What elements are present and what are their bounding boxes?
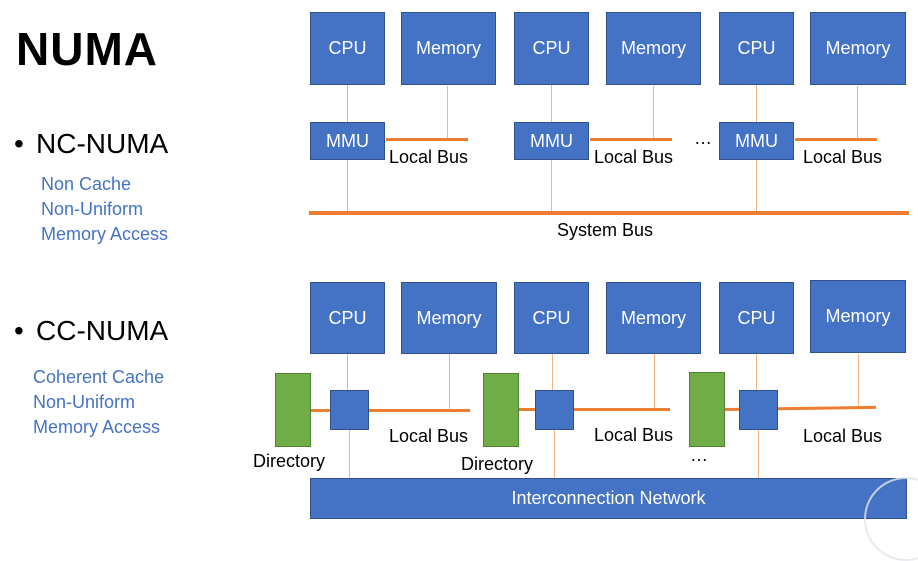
memory-box: Memory (401, 12, 496, 85)
connector-line (653, 86, 654, 139)
nc-desc-line: Memory Access (41, 224, 169, 244)
cpu-box: CPU (719, 282, 794, 354)
cc-numa-bullet: •CC-NUMA (14, 315, 169, 346)
directory-block (483, 373, 519, 447)
ellipsis-label: … (694, 128, 712, 148)
local-bus-label: Local Bus (594, 147, 674, 167)
cpu-box: CPU (310, 12, 385, 85)
local-bus-line (386, 138, 468, 141)
local-bus-label: Local Bus (803, 426, 883, 446)
nc-desc-line: Non Cache (41, 174, 132, 194)
connector-line (347, 84, 348, 122)
connector-line (552, 354, 553, 390)
directory-label: Directory (461, 454, 534, 474)
local-bus-label: Local Bus (803, 147, 883, 167)
memory-box: Memory (810, 280, 906, 353)
connector-line (349, 430, 350, 478)
connector-line (554, 430, 555, 478)
mmu-box: MMU (514, 122, 589, 160)
page-title: NUMA (16, 23, 158, 75)
connector-line (654, 354, 655, 410)
connector-line (551, 160, 552, 212)
memory-box: Memory (606, 282, 701, 354)
connector-line (449, 354, 450, 410)
nc-numa-label: NC-NUMA (36, 128, 169, 159)
cpu-box: CPU (310, 282, 385, 354)
nc-numa-bullet: •NC-NUMA (14, 128, 169, 159)
cc-desc-line: Memory Access (33, 417, 161, 437)
connector-line (756, 84, 757, 122)
memory-box: Memory (606, 12, 701, 85)
cc-desc-line: Non-Uniform (33, 392, 136, 412)
local-bus-line (590, 138, 672, 141)
system-bus-label: System Bus (557, 220, 654, 240)
directory-label: Directory (253, 451, 326, 471)
nc-desc-line: Non-Uniform (41, 199, 144, 219)
memory-box: Memory (401, 282, 497, 354)
memory-box: Memory (810, 12, 906, 85)
local-bus-label: Local Bus (594, 425, 674, 445)
cache-node (330, 390, 369, 430)
connector-line (758, 430, 759, 478)
local-bus-line (795, 138, 877, 141)
mmu-box: MMU (310, 122, 385, 160)
local-bus-line (515, 408, 670, 411)
cc-desc-line: Coherent Cache (33, 367, 165, 387)
local-bus-line (310, 409, 470, 412)
directory-block (689, 372, 725, 447)
cpu-box: CPU (514, 282, 589, 354)
cpu-box: CPU (514, 12, 589, 85)
cache-node (739, 390, 778, 430)
nc-numa-description: Non Cache Non-Uniform Memory Access (41, 172, 168, 247)
connector-line (347, 160, 348, 212)
connector-line (551, 84, 552, 122)
connector-line (756, 160, 757, 212)
connector-line (756, 354, 757, 390)
connector-line (447, 86, 448, 139)
connector-line (857, 86, 858, 139)
local-bus-label: Local Bus (389, 147, 469, 167)
cc-numa-label: CC-NUMA (36, 315, 169, 346)
connector-line (347, 354, 348, 390)
cache-node (535, 390, 574, 430)
interconnection-network: Interconnection Network (310, 478, 907, 519)
local-bus-label: Local Bus (389, 426, 469, 446)
ellipsis-label: … (690, 445, 708, 465)
mmu-box: MMU (719, 122, 794, 160)
cpu-box: CPU (719, 12, 794, 85)
directory-block (275, 373, 311, 447)
system-bus-line (309, 211, 909, 215)
cc-numa-description: Coherent Cache Non-Uniform Memory Access (33, 365, 164, 440)
connector-line (858, 354, 859, 408)
